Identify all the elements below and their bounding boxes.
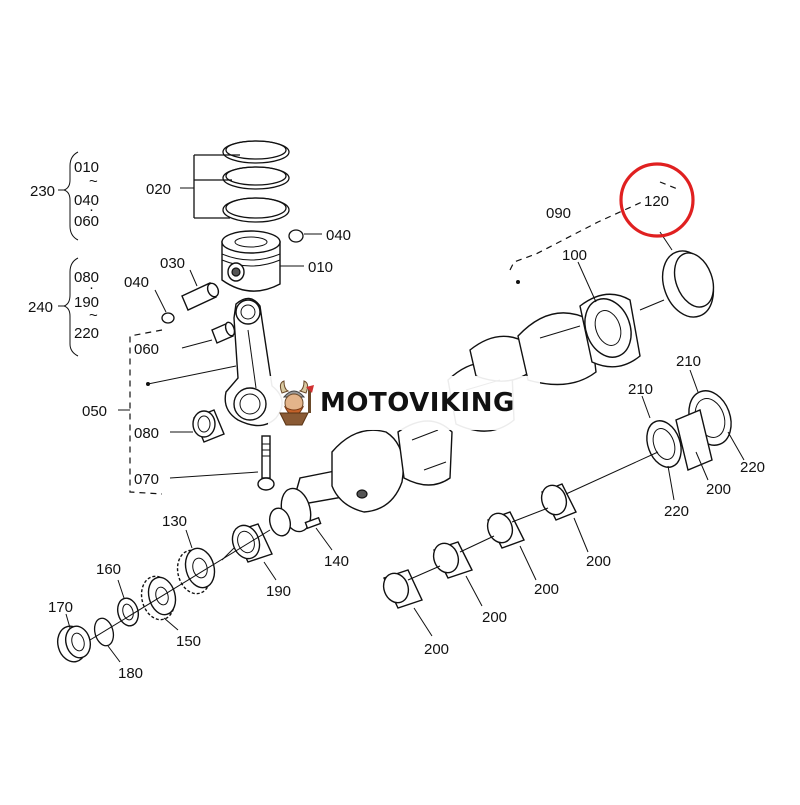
piston-rings: 020 [146,140,290,223]
brand-watermark: MOTOVIKING [268,376,540,430]
brand-name: MOTOVIKING [320,388,515,418]
crankshaft [268,293,641,537]
label-150: 150 [176,633,201,650]
label-070: 070 [134,471,159,488]
viking-logo-icon [279,380,314,426]
label-200-e: 200 [424,641,449,658]
crank-gear: 130 [162,513,216,595]
label-160: 160 [96,561,121,578]
label-040-a: 040 [74,192,99,209]
snap-ring-right: 040 [288,227,351,244]
label-200-b: 200 [586,553,611,570]
piston-pin: 030 [160,255,220,311]
tilde-mark: ~ [89,307,98,324]
label-120: 120 [644,193,669,210]
bracket-050: 050 [82,329,237,495]
label-010-b: 010 [308,259,333,276]
label-040-b: 040 [326,227,351,244]
label-230: 230 [30,183,55,200]
snap-ring-left: 040 [124,274,175,324]
label-200-a: 200 [706,481,731,498]
label-020: 020 [146,181,171,198]
bracket-090: 090 [509,181,681,284]
assembly-axis [89,529,271,641]
label-080-b: 080 [134,425,159,442]
bracket-group-240: 240 080 · 190 ~ 220 [28,257,99,357]
label-220-c: 220 [664,503,689,520]
rod-bolt: 070 [134,435,275,491]
label-220-a: 220 [74,325,99,342]
label-190-a: 190 [74,294,99,311]
label-010-a: 010 [74,159,99,176]
snap-ring: 180 [93,617,143,682]
small-end-bushing: 060 [134,321,236,358]
label-060-b: 060 [134,341,159,358]
label-130: 130 [162,513,187,530]
label-040-c: 040 [124,274,149,291]
label-140: 140 [324,553,349,570]
label-100: 100 [562,247,587,264]
highlight-circle [619,162,695,238]
piston: 010 [221,230,333,292]
washer: 160 [96,561,140,627]
dot-mark: · [89,279,94,296]
tilde-mark: ~ [89,173,98,190]
front-oil-seal: 170 [48,599,92,663]
rod-bearing: 080 [134,409,225,443]
label-190-b: 190 [266,583,291,600]
label-200-c: 200 [534,581,559,598]
label-080-a: 080 [74,269,99,286]
gear-bearing: 190 [221,523,291,600]
label-200-d: 200 [482,609,507,626]
label-240: 240 [28,299,53,316]
bracket-group-230: 230 010 ~ 040 · 060 [30,151,99,241]
oil-seal-120: 120 [619,162,715,318]
connecting-rod [224,297,283,427]
dot-mark: · [89,201,94,218]
label-220-b: 220 [740,459,765,476]
thrust-bearing-set: 210 210 220 200 220 [628,353,765,520]
label-180: 180 [118,665,143,682]
label-170: 170 [48,599,73,616]
main-bearings: 200 200 200 200 [382,451,659,658]
timing-gear: 150 [140,575,201,650]
label-060-a: 060 [74,213,99,230]
gear-key: 140 [304,516,349,570]
label-210-b: 210 [676,353,701,370]
label-050: 050 [82,403,107,420]
label-090: 090 [546,205,571,222]
crank-key: 100 [562,247,597,303]
label-030: 030 [160,255,185,272]
label-210-a: 210 [628,381,653,398]
